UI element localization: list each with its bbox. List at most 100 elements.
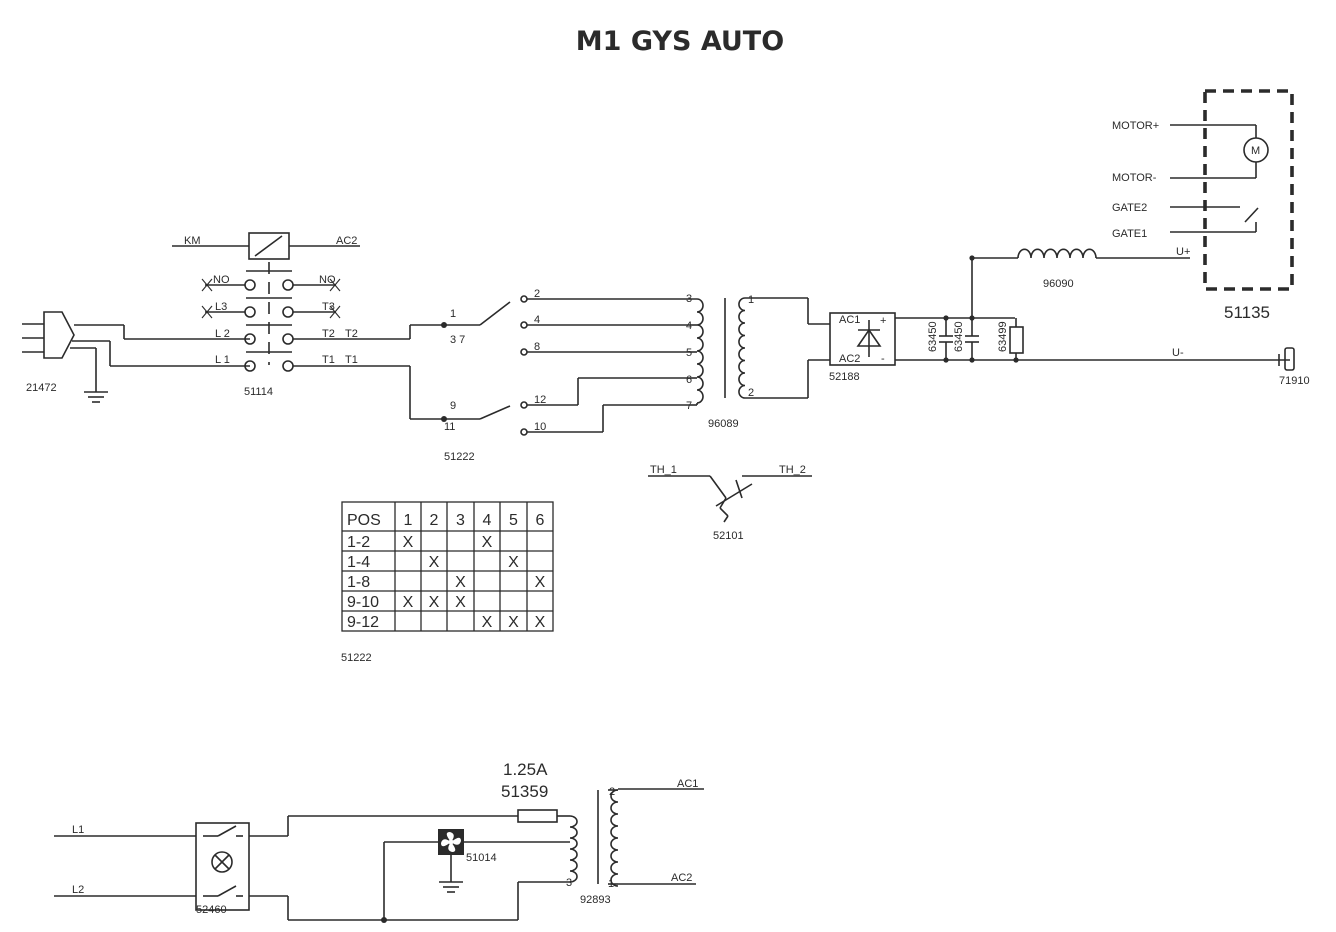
contact-no-left: NO [213, 274, 230, 286]
u-plus-label: U+ [1176, 246, 1190, 258]
table-cell-mark: X [508, 554, 519, 571]
table-cell-mark: X [455, 594, 466, 611]
u-minus-label: U- [1172, 347, 1184, 359]
tr-pin-4: 4 [686, 320, 692, 332]
contact-no-right: NO [319, 274, 336, 286]
table-cell-mark: X [535, 574, 546, 591]
t2-wire-label: T2 [345, 328, 358, 340]
switch-lamp [195, 822, 250, 911]
aux-ac1-label: AC1 [677, 778, 698, 790]
contact-l2-label: L 2 [215, 328, 230, 340]
table-row-label: 1-2 [347, 534, 370, 551]
table-row-label: 1-8 [347, 574, 370, 591]
motor-minus-label: MOTOR- [1112, 172, 1157, 184]
motor-plus-label: MOTOR+ [1112, 120, 1159, 132]
aux-transformer-ref: 92893 [580, 894, 611, 906]
sel-pin-4: 4 [534, 314, 540, 326]
table-cell-mark: X [403, 594, 414, 611]
table-cell-mark: X [403, 534, 414, 551]
sel-pin-2: 2 [534, 288, 540, 300]
table-header-cell: 1 [404, 512, 413, 529]
selector-switch [441, 295, 690, 436]
rect-plus-label: + [880, 315, 886, 327]
tr-pin-5: 5 [686, 347, 692, 359]
sel-pin-37: 3 7 [450, 334, 465, 346]
sel-pin-11: 11 [444, 421, 455, 433]
table-row-label: 9-10 [347, 594, 379, 611]
contactor-coil [172, 232, 360, 260]
sel-pin-10: 10 [534, 421, 546, 433]
t1-wire-label: T1 [345, 354, 358, 366]
aux-ac2-label: AC2 [671, 872, 692, 884]
table-cell-mark: X [429, 594, 440, 611]
rect-ac1-label: AC1 [839, 314, 860, 326]
selector-ref: 51222 [444, 451, 475, 463]
contact-l3-label: L3 [215, 301, 227, 313]
table-header-cell: 4 [483, 512, 492, 529]
table-header-cell: 5 [509, 512, 518, 529]
sel-pin-8: 8 [534, 341, 540, 353]
fuse-ref: 51359 [501, 782, 548, 801]
thermostat-ref: 52101 [713, 530, 744, 542]
motor-unit-ref: 51135 [1224, 303, 1270, 322]
contactor-output-wires [293, 324, 444, 420]
selector-table-ref: 51222 [341, 652, 372, 664]
aux-pin-2: 2 [609, 786, 615, 798]
mains-plug [22, 311, 250, 403]
table-cell-mark: X [429, 554, 440, 571]
aux-l1-label: L1 [72, 824, 84, 836]
table-cell-mark: X [482, 614, 493, 631]
contact-l1-label: L 1 [215, 354, 230, 366]
aux-circuit-wires [54, 815, 570, 923]
table-cell-mark: X [455, 574, 466, 591]
output-inductor [969, 248, 1190, 261]
rectifier-ref: 52188 [829, 371, 860, 383]
aux-pin-1: 1 [608, 878, 614, 890]
coil-km-label: KM [184, 235, 201, 247]
contactor-contacts [201, 262, 341, 372]
tr-sec-pin-1: 1 [748, 294, 754, 306]
tr-pin-3: 3 [686, 293, 692, 305]
aux-pin-3: 3 [566, 877, 572, 889]
table-row-label: 1-4 [347, 554, 370, 571]
clamp-ref: 71910 [1279, 375, 1310, 387]
gate2-label: GATE2 [1112, 202, 1147, 214]
tr-pin-6: 6 [686, 374, 692, 386]
table-cell-mark: X [535, 614, 546, 631]
table-row-label: 9-12 [347, 614, 379, 631]
resistor-ref: 63499 [997, 321, 1009, 352]
aux-l2-label: L2 [72, 884, 84, 896]
table-cell-mark: X [508, 614, 519, 631]
rect-minus-label: - [881, 353, 885, 365]
sel-pin-9: 9 [450, 400, 456, 412]
rectifier-bridge [807, 298, 1290, 398]
fuse [517, 809, 558, 823]
tr-pin-7: 7 [686, 400, 692, 412]
capacitor-b-ref: 63450 [953, 321, 965, 352]
motor-symbol-label: M [1251, 145, 1260, 157]
motor-unit [1170, 89, 1294, 291]
table-header-cell: POS [347, 512, 381, 529]
contactor-ref: 51114 [244, 386, 273, 398]
tr-sec-pin-2: 2 [748, 387, 754, 399]
sel-pin-12: 12 [534, 394, 546, 406]
capacitor-a-ref: 63450 [927, 321, 939, 352]
coil-ac2-label: AC2 [336, 235, 357, 247]
fan-icon [438, 829, 464, 893]
rect-ac2-label: AC2 [839, 353, 860, 365]
inductor-ref: 96090 [1043, 278, 1074, 290]
contact-t3-label: T3 [322, 301, 335, 313]
switch-lamp-ref: 52460 [196, 904, 227, 916]
table-header-cell: 3 [456, 512, 465, 529]
thermostat [648, 475, 812, 523]
main-transformer [690, 297, 808, 406]
output-clamp [1278, 347, 1295, 371]
contact-t2-label: T2 [322, 328, 335, 340]
diagram-title: M1 GYS AUTO [576, 26, 784, 57]
gate1-label: GATE1 [1112, 228, 1147, 240]
aux-transformer [569, 788, 704, 887]
fan-ref: 51014 [466, 852, 497, 864]
fuse-rating: 1.25A [503, 760, 548, 779]
contact-t1-label: T1 [322, 354, 335, 366]
